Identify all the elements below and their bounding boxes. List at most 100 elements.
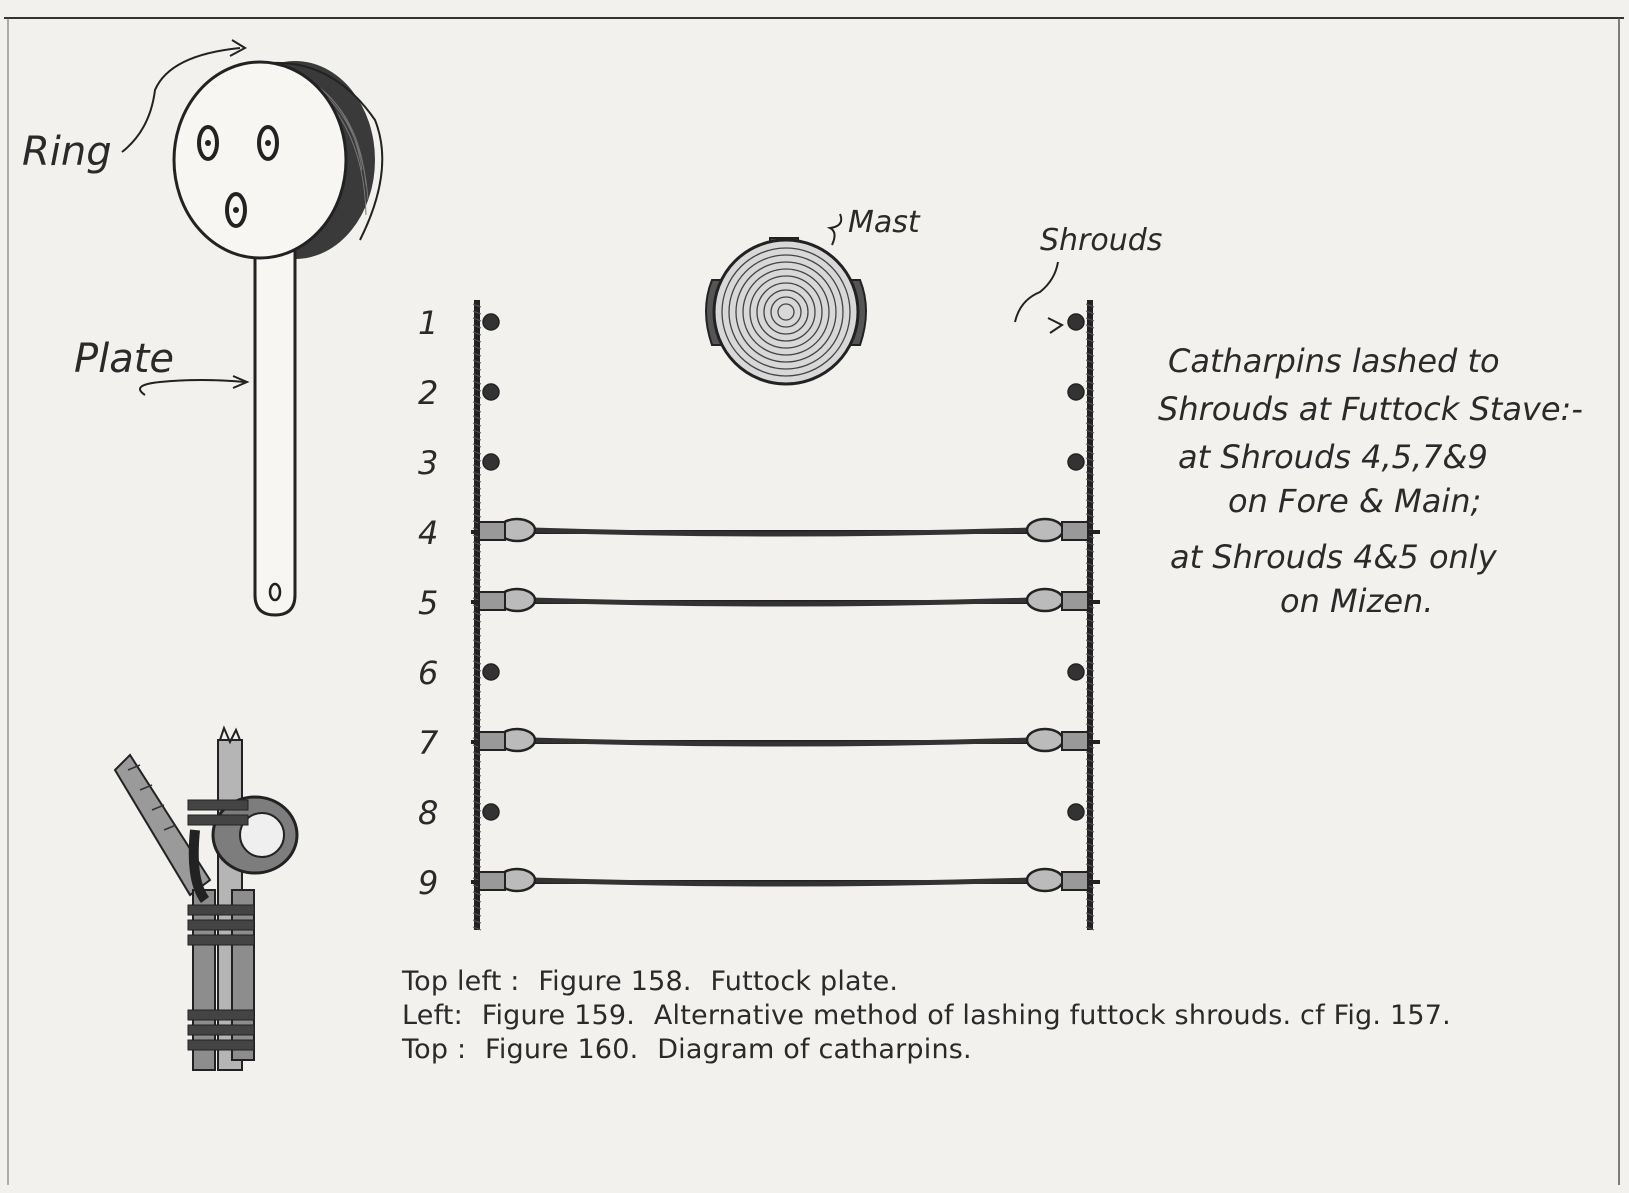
stave-hatch	[472, 779, 482, 784]
stave-hatch	[1085, 751, 1095, 756]
stave-hatch	[1085, 772, 1095, 777]
stave-hatch	[1085, 499, 1095, 504]
stave-hatch	[472, 891, 482, 896]
figure-captions: Top left : Figure 158. Futtock plate. Le…	[402, 965, 1451, 1067]
stave-hatch	[1085, 863, 1095, 868]
catharpin-seizing-left	[478, 731, 506, 751]
stave-hatch	[1085, 779, 1095, 784]
stave-hatch	[1085, 380, 1095, 385]
stave-hatch	[1085, 562, 1095, 567]
plate-leader	[139, 379, 246, 396]
shroud-dot-left	[482, 803, 500, 821]
stave-hatch	[472, 821, 482, 826]
caption-figure: Figure 159.	[481, 1000, 636, 1031]
stave-hatch	[1085, 793, 1095, 798]
caption-figure: Figure 160.	[485, 1034, 639, 1065]
stave-hatch	[472, 303, 482, 308]
shroud-number-label: 7	[418, 724, 439, 762]
stave-hatch	[1085, 450, 1095, 455]
stave-hatch	[472, 331, 482, 336]
stave-hatch	[1085, 723, 1095, 728]
stave-hatch	[472, 702, 482, 707]
stave-hatch	[472, 457, 482, 462]
stave-hatch	[472, 793, 482, 798]
catharpin-line	[531, 877, 1031, 887]
catharpin-seizing-right	[1061, 731, 1089, 751]
stave-hatch	[1085, 800, 1095, 805]
stave-hatch	[1085, 807, 1095, 812]
ring-face	[172, 60, 348, 260]
stave-hatch	[472, 422, 482, 427]
caption-prefix: Top left :	[402, 966, 520, 997]
stave-hatch	[1085, 478, 1095, 483]
stave-hatch	[472, 569, 482, 574]
stave-hatch	[472, 828, 482, 833]
stave-hatch	[472, 366, 482, 371]
stave-hatch	[1085, 898, 1095, 903]
shroud-dot-right	[1067, 453, 1085, 471]
stave-hatch	[472, 765, 482, 770]
stave-hatch	[472, 926, 482, 931]
catharpin-line	[531, 737, 1031, 747]
stave-hatch	[1085, 352, 1095, 357]
stave-hatch	[1085, 919, 1095, 924]
futtock-plate-figure: Ring Plate	[22, 39, 384, 617]
stave-hatch	[472, 660, 482, 665]
stave-hatch	[472, 800, 482, 805]
stave-hatch	[472, 345, 482, 350]
caption-text: Futtock plate.	[710, 966, 899, 997]
stave-hatch	[472, 471, 482, 476]
stave-hatch	[472, 849, 482, 854]
stave-hatch	[472, 408, 482, 413]
stave-hatch	[472, 639, 482, 644]
catharpin-eye-right	[1025, 867, 1065, 893]
catharpin-eye-right	[1025, 727, 1065, 753]
stave-hatch	[1085, 310, 1095, 315]
stave-hatch	[472, 429, 482, 434]
stave-hatch	[1085, 541, 1095, 546]
catharpin-seizing-right	[1061, 591, 1089, 611]
caption-line: Top left : Figure 158. Futtock plate.	[402, 965, 1451, 999]
catharpin-line	[531, 597, 1031, 607]
stave-hatch	[1085, 583, 1095, 588]
stave-hatch	[472, 359, 482, 364]
catharpin-seizing-left	[478, 871, 506, 891]
stave-hatch	[472, 380, 482, 385]
stave-hatch	[1085, 758, 1095, 763]
stave-hatch	[472, 317, 482, 322]
note-line-3: at Shrouds 4,5,7&9	[1178, 438, 1488, 476]
seizing-bands	[187, 799, 255, 1051]
stave-hatch	[472, 611, 482, 616]
stave-hatch	[1085, 303, 1095, 308]
catharpins-note: Catharpins lashed to Shrouds at Futtock …	[1158, 342, 1583, 620]
stave-hatch	[472, 450, 482, 455]
stave-hatch	[472, 716, 482, 721]
stave-hatch	[1085, 646, 1095, 651]
stave-hatch	[472, 835, 482, 840]
stave-hatch	[472, 905, 482, 910]
stave-hatch	[472, 618, 482, 623]
stave-hatch	[472, 632, 482, 637]
caption-prefix: Left:	[402, 1000, 463, 1031]
stave-hatch	[472, 709, 482, 714]
shroud-number-label: 6	[418, 654, 438, 692]
stave-hatch	[1085, 786, 1095, 791]
stave-hatch	[1085, 485, 1095, 490]
stave-hatch	[472, 555, 482, 560]
stave-hatch	[472, 772, 482, 777]
stave-hatch	[472, 653, 482, 658]
shroud-dot-right	[1067, 803, 1085, 821]
stave-hatch	[1085, 667, 1095, 672]
shroud-number-label: 9	[418, 864, 438, 902]
shroud-number-label: 1	[418, 304, 438, 342]
shroud-number-label: 3	[418, 444, 438, 482]
catharpin-seizing-right	[1061, 871, 1089, 891]
shrouds-leader	[1014, 261, 1059, 323]
mast-leader	[826, 213, 843, 246]
catharpin-eye-right	[1025, 587, 1065, 613]
stave-hatch	[1085, 828, 1095, 833]
stave-hatch	[1085, 394, 1095, 399]
